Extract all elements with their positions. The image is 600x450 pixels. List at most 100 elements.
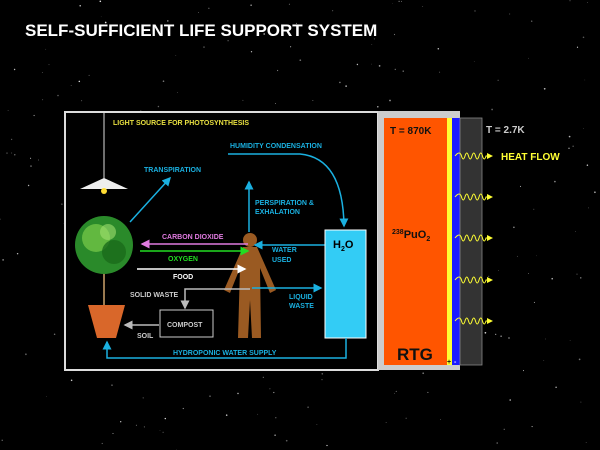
carbon-dioxide-label: CARBON DIOXIDE	[162, 234, 224, 241]
solid-waste-arrow	[180, 288, 250, 310]
star	[385, 422, 387, 423]
star	[198, 12, 199, 13]
star	[273, 391, 275, 394]
star	[225, 414, 228, 416]
star	[175, 55, 177, 56]
star	[38, 159, 39, 161]
star	[427, 391, 429, 393]
star	[584, 79, 586, 81]
star	[263, 33, 266, 35]
star	[536, 255, 537, 257]
star	[70, 379, 73, 382]
heat-wave-arrow	[454, 193, 493, 201]
star	[389, 99, 391, 102]
star	[177, 92, 178, 93]
star	[277, 69, 279, 72]
star	[422, 6, 424, 7]
water-used-label-1: WATER	[272, 247, 297, 254]
star	[519, 185, 522, 187]
star	[111, 384, 113, 386]
star	[585, 442, 587, 444]
star	[509, 399, 511, 401]
star	[378, 65, 381, 67]
star	[543, 359, 545, 361]
star	[6, 152, 8, 154]
star	[257, 413, 259, 415]
star	[45, 396, 47, 397]
star	[582, 36, 585, 39]
star	[568, 147, 570, 150]
star	[81, 100, 83, 102]
star	[575, 231, 577, 232]
star	[88, 74, 90, 76]
star	[250, 51, 253, 53]
star	[290, 46, 292, 48]
liquid-waste-label-2: WASTE	[289, 303, 314, 310]
star	[295, 22, 297, 24]
star	[394, 68, 397, 71]
star	[594, 191, 596, 194]
star	[576, 273, 578, 275]
plant-icon	[75, 216, 133, 338]
star	[274, 103, 276, 104]
star	[143, 426, 145, 428]
heat-flow-waves	[454, 152, 493, 325]
star	[182, 407, 184, 410]
star	[393, 33, 396, 36]
star	[583, 128, 584, 129]
water-used-label-2: USED	[272, 257, 291, 264]
star	[439, 418, 441, 420]
compost-box	[159, 309, 214, 338]
star	[326, 444, 328, 447]
transpiration-arrow	[129, 176, 172, 223]
star	[269, 388, 271, 390]
oxygen-label: OXYGEN	[168, 256, 198, 263]
star	[104, 21, 107, 24]
star	[203, 46, 205, 48]
hydroponic-arrow	[102, 338, 347, 359]
star	[580, 401, 582, 403]
star	[422, 372, 425, 375]
star	[402, 70, 404, 72]
star	[33, 114, 35, 117]
star	[53, 333, 56, 335]
star	[568, 135, 571, 138]
star	[554, 180, 556, 183]
star	[484, 331, 487, 334]
perspiration-label-1: PERSPIRATION &	[255, 200, 314, 207]
star	[321, 379, 323, 381]
star	[142, 397, 144, 399]
star	[509, 13, 511, 15]
star	[30, 157, 32, 159]
star	[508, 337, 510, 339]
hot-temp-label: T = 870K	[390, 126, 432, 137]
star	[356, 63, 359, 66]
star	[157, 105, 160, 108]
star	[339, 81, 341, 84]
star	[11, 152, 13, 154]
water-tank	[324, 229, 367, 339]
star	[495, 333, 497, 336]
star	[61, 203, 63, 205]
star	[45, 48, 47, 50]
rtg-label: RTG	[397, 345, 433, 364]
star	[27, 184, 30, 187]
star	[120, 421, 122, 423]
star	[70, 85, 72, 86]
star	[401, 0, 402, 2]
star	[405, 417, 407, 419]
star	[586, 164, 589, 166]
star	[135, 424, 137, 426]
minus-terminal: -	[454, 359, 457, 366]
star	[164, 417, 166, 420]
star	[162, 431, 164, 433]
star	[2, 259, 4, 261]
soil-label: SOIL	[137, 333, 154, 340]
light-source-label: LIGHT SOURCE FOR PHOTOSYNTHESIS	[113, 120, 249, 127]
star	[500, 335, 502, 337]
heat-wave-arrow	[454, 152, 493, 160]
star	[237, 392, 239, 395]
star	[394, 392, 395, 394]
pot-icon	[88, 305, 125, 338]
